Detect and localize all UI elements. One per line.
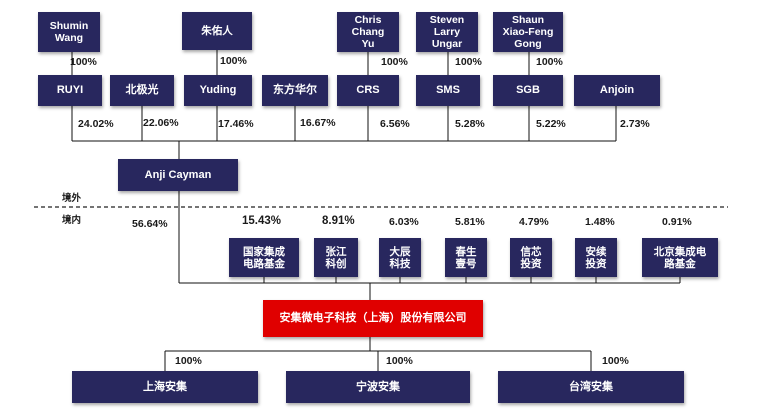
owner-shaun-xiao-feng-gong: Shaun Xiao-Feng Gong xyxy=(493,12,563,52)
domestic-pct-dachen: 6.03% xyxy=(389,216,419,228)
shareholder-pct-anjoin: 2.73% xyxy=(620,118,650,130)
shareholder-ruyi: RUYI xyxy=(38,75,102,106)
owner-pct-shaun-xiao-feng-gong: 100% xyxy=(536,56,563,68)
domestic-pct-zhangjiang: 8.91% xyxy=(322,215,355,227)
company-node: 安集微电子科技（上海）股份有限公司 xyxy=(263,300,483,337)
anji-cayman-node: Anji Cayman xyxy=(118,159,238,191)
shareholder-pct-ruyi: 24.02% xyxy=(78,118,114,130)
subsidiary-taiwan: 台湾安集 xyxy=(498,371,684,403)
shareholder-pct-crs: 6.56% xyxy=(380,118,410,130)
shareholder-pct-sms: 5.28% xyxy=(455,118,485,130)
anji-cayman-pct: 56.64% xyxy=(132,218,168,230)
owner-pct-steven-larry-ungar: 100% xyxy=(455,56,482,68)
owner-zhu-youren: 朱佑人 xyxy=(182,12,252,50)
shareholder-pct-sgb: 5.22% xyxy=(536,118,566,130)
subsidiary-shanghai: 上海安集 xyxy=(72,371,258,403)
shareholder-pct-yuding: 17.46% xyxy=(218,118,254,130)
domestic-anxu: 安续 投资 xyxy=(575,238,617,277)
owner-pct-shumin-wang: 100% xyxy=(70,56,97,68)
owner-pct-zhu-youren: 100% xyxy=(220,55,247,67)
shareholder-anjoin: Anjoin xyxy=(574,75,660,106)
subsidiary-ningbo: 宁波安集 xyxy=(286,371,470,403)
domestic-xinxin: 信芯 投资 xyxy=(510,238,552,277)
owner-steven-larry-ungar: Steven Larry Ungar xyxy=(416,12,478,52)
domestic-national-ic-fund: 国家集成 电路基金 xyxy=(229,238,299,277)
shareholder-sms: SMS xyxy=(416,75,480,106)
shareholder-beijiguang: 北极光 xyxy=(110,75,174,106)
domestic-pct-beijing-ic-fund: 0.91% xyxy=(662,216,692,228)
domestic-pct-anxu: 1.48% xyxy=(585,216,615,228)
shareholder-yuding: Yuding xyxy=(184,75,252,106)
owner-chris-chang-yu: Chris Chang Yu xyxy=(337,12,399,52)
shareholder-crs: CRS xyxy=(337,75,399,106)
overseas-label: 境外 xyxy=(62,193,82,204)
domestic-pct-xinxin: 4.79% xyxy=(519,216,549,228)
shareholder-pct-dongfanghuaer: 16.67% xyxy=(300,117,336,129)
shareholder-sgb: SGB xyxy=(493,75,563,106)
domestic-pct-national-ic-fund: 15.43% xyxy=(242,215,282,227)
owner-pct-chris-chang-yu: 100% xyxy=(381,56,408,68)
shareholder-dongfanghuaer: 东方华尔 xyxy=(262,75,328,106)
shareholder-pct-beijiguang: 22.06% xyxy=(143,117,179,129)
subsidiary-pct-taiwan: 100% xyxy=(602,355,629,367)
domestic-beijing-ic-fund: 北京集成电 路基金 xyxy=(642,238,718,277)
domestic-pct-chunsheng: 5.81% xyxy=(455,216,485,228)
domestic-chunsheng: 春生 壹号 xyxy=(445,238,487,277)
subsidiary-pct-ningbo: 100% xyxy=(386,355,413,367)
domestic-dachen: 大辰 科技 xyxy=(379,238,421,277)
owner-shumin-wang: Shumin Wang xyxy=(38,12,100,52)
subsidiary-pct-shanghai: 100% xyxy=(175,355,202,367)
domestic-label: 境内 xyxy=(62,215,82,226)
domestic-zhangjiang: 张江 科创 xyxy=(314,238,358,277)
